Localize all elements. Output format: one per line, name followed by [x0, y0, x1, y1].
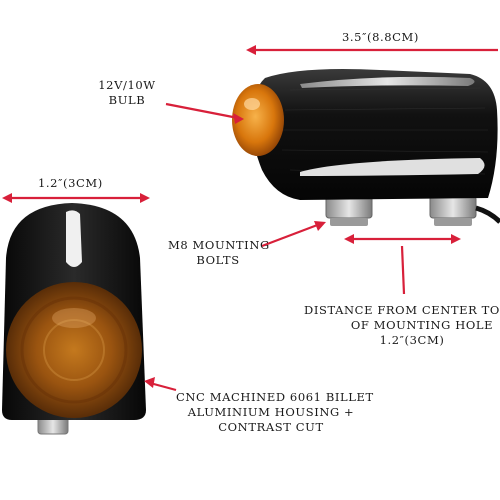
- distance-label-line-3: 1.2″(3CM): [379, 333, 445, 347]
- front-bulb-lens: [6, 282, 142, 418]
- dimension-arrows: [2, 45, 498, 392]
- housing-label-line-2: ALUMINIUM HOUSING +: [187, 405, 355, 419]
- mounting-bolt-rear: [429, 195, 477, 226]
- distance-label-line-1: DISTANCE FROM CENTER TO: [304, 303, 500, 317]
- bulb-label-line-1: 12V/10W: [98, 78, 156, 92]
- front-contrast-cut: [66, 210, 82, 267]
- side-housing: [250, 69, 498, 200]
- arrow-distance-leader: [400, 245, 406, 295]
- housing-label: CNC MACHINED 6061 BILLET ALUMINIUM HOUSI…: [176, 390, 374, 435]
- bulb-label: 12V/10W BULB: [92, 78, 162, 108]
- housing-label-line-3: CONTRAST CUT: [218, 420, 324, 434]
- distance-label-line-2: OF MOUNTING HOLE: [350, 318, 494, 332]
- arrow-housing: [149, 381, 177, 392]
- bolts-label: M8 MOUNTING BOLTS: [168, 238, 270, 268]
- bulb-label-line-2: BULB: [108, 93, 146, 107]
- arrow-bolts: [261, 222, 321, 248]
- bolts-label-line-1: M8 MOUNTING: [168, 238, 270, 252]
- mounting-bolt-front: [325, 195, 373, 226]
- bolts-label-line-2: BOLTS: [196, 253, 240, 267]
- contrast-cut-lower: [300, 158, 485, 176]
- power-cable: [475, 205, 500, 224]
- contrast-cut-upper: [300, 76, 475, 88]
- housing-label-line-1: CNC MACHINED 6061 BILLET: [176, 390, 374, 404]
- left-dimension-label: 1.2″(3CM): [38, 176, 103, 190]
- side-view-light: [232, 69, 500, 226]
- arrow-bulb: [165, 102, 239, 120]
- top-dimension-label: 3.5″(8.8CM): [342, 30, 420, 44]
- distance-label: DISTANCE FROM CENTER TO OF MOUNTING HOLE…: [304, 303, 500, 348]
- front-view-light: [2, 203, 146, 435]
